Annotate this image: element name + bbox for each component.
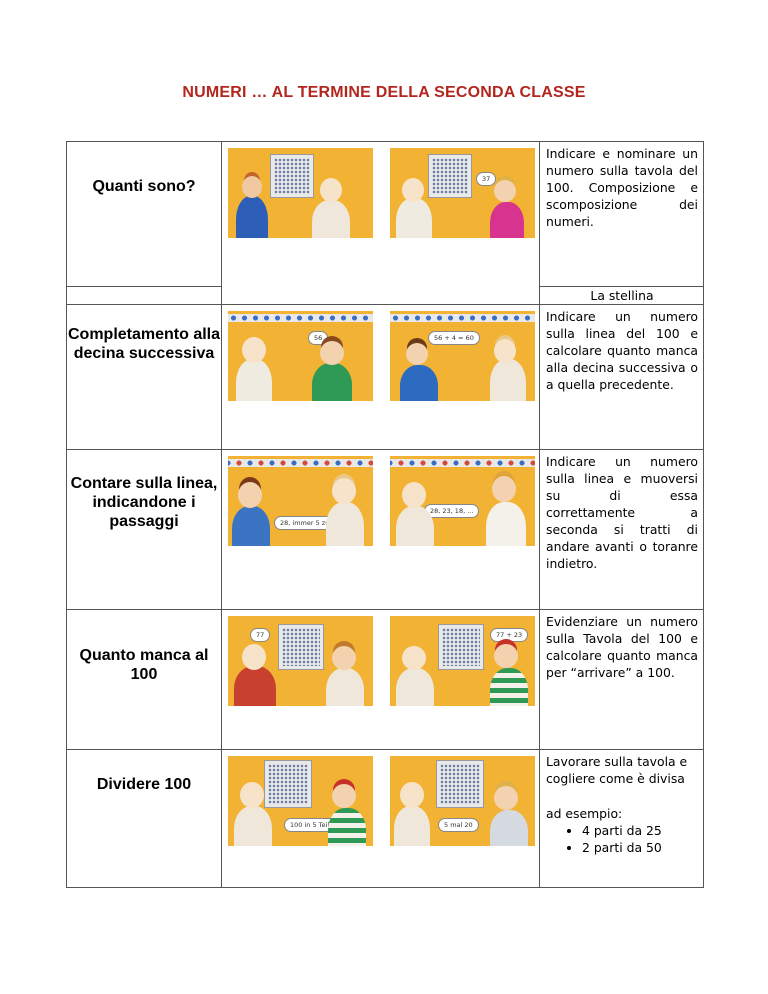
row-label: Completamento alla decina successiva bbox=[67, 326, 221, 362]
illustration-board-divided: 100 in 5 Teile bbox=[228, 756, 373, 846]
illustration-counting: 28, immer 5 zurück. bbox=[228, 456, 373, 546]
row-description: Indicare un numero sulla linea del 100 e… bbox=[546, 309, 698, 392]
table-row: Contare sulla linea, indicandone i passa… bbox=[66, 449, 704, 610]
speech-bubble: 28, 23, 18, ... bbox=[424, 504, 480, 518]
illustration-board: 37 bbox=[390, 148, 535, 238]
speech-bubble: 77 + 23 bbox=[490, 628, 529, 642]
label-cell: Completamento alla decina successiva bbox=[66, 304, 222, 450]
content-table: Quanti sono? 37 bbox=[66, 141, 704, 888]
example-intro: ad esempio: bbox=[546, 806, 623, 821]
label-cell bbox=[66, 286, 222, 305]
row-label: Quanto manca al 100 bbox=[79, 647, 209, 683]
row-label: Quanti sono? bbox=[92, 178, 196, 195]
page-title: NUMERI … AL TERMINE DELLA SECONDA CLASSE bbox=[182, 84, 586, 101]
illustration-board-divided: 5 mal 20 bbox=[390, 756, 535, 846]
illustration-board: 77 + 23 bbox=[390, 616, 535, 706]
label-cell: Quanti sono? bbox=[66, 141, 222, 287]
description-cell: Indicare un numero sulla linea del 100 e… bbox=[539, 304, 704, 450]
table-row: Dividere 100 100 in 5 Teile 5 mal 20 bbox=[66, 749, 704, 888]
illustration-counting: 28, 23, 18, ... bbox=[390, 456, 535, 546]
picture-cell: 100 in 5 Teile 5 mal 20 bbox=[221, 749, 540, 888]
row-description: Indicare e nominare un numero sulla tavo… bbox=[546, 146, 698, 229]
description-cell: Indicare un numero sulla linea e muovers… bbox=[539, 449, 704, 610]
row-description: Evidenziare un numero sulla Tavola del 1… bbox=[546, 614, 698, 680]
picture-cell: 56 56 + 4 = 60 bbox=[221, 304, 540, 450]
picture-cell: 77 77 + 23 bbox=[221, 609, 540, 750]
description-cell: La stellina bbox=[539, 286, 704, 305]
description-cell: Lavorare sulla tavola e cogliere come è … bbox=[539, 749, 704, 888]
label-cell: Quanto manca al 100 bbox=[66, 609, 222, 750]
table-row: Completamento alla decina successiva 56 … bbox=[66, 304, 704, 450]
speech-bubble: 5 mal 20 bbox=[438, 818, 479, 832]
list-item: 4 parti da 25 bbox=[582, 822, 698, 839]
description-cell: Indicare e nominare un numero sulla tavo… bbox=[539, 141, 704, 287]
label-cell: Contare sulla linea, indicandone i passa… bbox=[66, 449, 222, 610]
row-description: Lavorare sulla tavola e cogliere come è … bbox=[546, 754, 688, 786]
illustration-number-line: 56 + 4 = 60 bbox=[390, 311, 535, 401]
table-row: Quanto manca al 100 77 77 + 23 bbox=[66, 609, 704, 750]
speech-bubble: 56 bbox=[308, 331, 329, 345]
illustration-board: 77 bbox=[228, 616, 373, 706]
row-description: Indicare un numero sulla linea e muovers… bbox=[546, 454, 698, 571]
speech-bubble: 56 + 4 = 60 bbox=[428, 331, 480, 345]
example-list: 4 parti da 25 2 parti da 50 bbox=[546, 822, 698, 856]
speech-bubble: 77 bbox=[250, 628, 271, 642]
row-note: La stellina bbox=[590, 288, 654, 303]
row-label: Contare sulla linea, indicandone i passa… bbox=[70, 475, 218, 530]
table-row: Quanti sono? 37 bbox=[66, 141, 704, 305]
picture-cell: 28, immer 5 zurück. 28, 23, 18, ... bbox=[221, 449, 540, 610]
row-label: Dividere 100 bbox=[96, 776, 192, 793]
description-cell: Evidenziare un numero sulla Tavola del 1… bbox=[539, 609, 704, 750]
label-cell: Dividere 100 bbox=[66, 749, 222, 888]
illustration-board bbox=[228, 148, 373, 238]
list-item: 2 parti da 50 bbox=[582, 839, 698, 856]
picture-cell: 37 bbox=[221, 141, 540, 305]
speech-bubble: 100 in 5 Teile bbox=[284, 818, 340, 832]
speech-bubble: 37 bbox=[476, 172, 497, 186]
table-row: La stellina bbox=[66, 286, 704, 305]
illustration-number-line: 56 bbox=[228, 311, 373, 401]
